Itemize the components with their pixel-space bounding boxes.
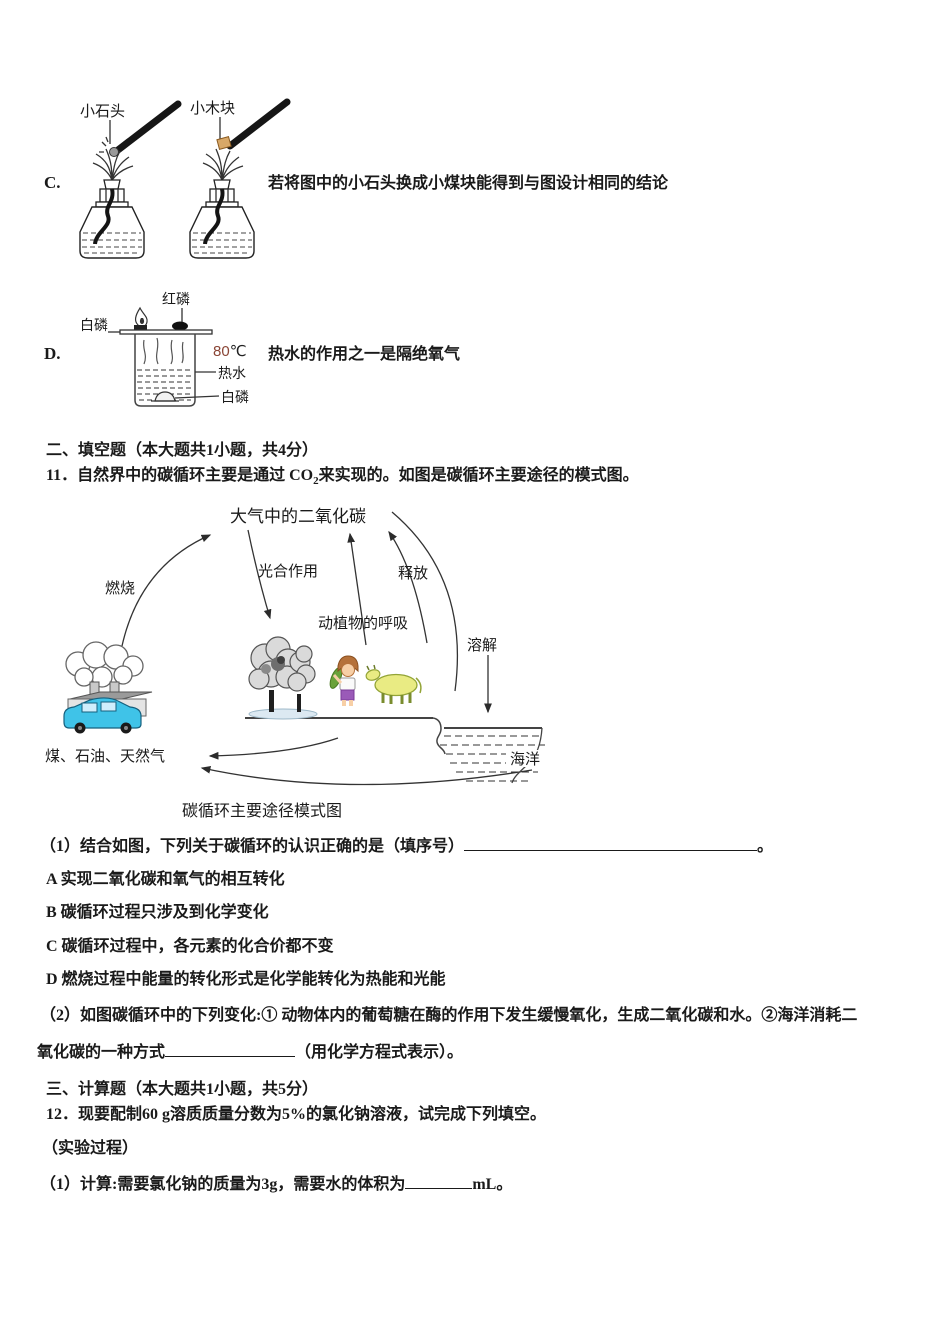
alcohol-lamp-left-icon: 小石头 bbox=[79, 100, 182, 259]
fossilization-arrow-2 bbox=[200, 765, 533, 786]
experiment-process-label: （实验过程） bbox=[42, 1140, 139, 1157]
question-11-2-line1: （2）如图碳循环中的下列变化:① 动物体内的葡萄糖在酶的作用下发生缓慢氧化，生成… bbox=[40, 1007, 858, 1024]
label-fossil-fuels: 煤、石油、天然气 bbox=[45, 748, 165, 765]
answer-blank[interactable] bbox=[464, 835, 758, 852]
choice-d: D 燃烧过程中能量的转化形式是化学能转化为热能和光能 bbox=[46, 971, 446, 988]
label-atmospheric-co2: 大气中的二氧化碳 bbox=[230, 507, 366, 526]
label-respiration: 动植物的呼吸 bbox=[318, 615, 408, 632]
person-icon bbox=[329, 655, 359, 706]
answer-blank[interactable] bbox=[165, 1041, 296, 1058]
label-photosynthesis: 光合作用 bbox=[258, 563, 318, 580]
respiration-arrow bbox=[347, 532, 367, 646]
red-phosphorus-icon bbox=[172, 321, 188, 331]
tweezers-icon bbox=[114, 100, 182, 154]
option-d-letter: D. bbox=[44, 344, 61, 363]
option-c-letter: C. bbox=[44, 173, 61, 192]
label-dissolve: 溶解 bbox=[467, 637, 497, 654]
label-small-stone: 小石头 bbox=[80, 103, 125, 120]
car-icon bbox=[63, 697, 142, 734]
diagram-caption: 碳循环主要途径模式图 bbox=[182, 802, 342, 820]
question-12: 12．现要配制60 g溶质质量分数为5%的氯化钠溶液，试完成下列填空。 bbox=[46, 1106, 547, 1123]
hot-water-icon bbox=[137, 369, 193, 401]
release-arrow bbox=[388, 530, 428, 644]
section2-heading: 二、填空题（本大题共1小题，共4分） bbox=[46, 442, 319, 459]
label-white-phosphorus-bottom: 白磷 bbox=[221, 389, 249, 405]
label-white-phosphorus-left: 白磷 bbox=[80, 317, 108, 333]
label-small-wood-block: 小木块 bbox=[190, 100, 235, 117]
fossilization-arrow-1 bbox=[208, 737, 339, 760]
cow-icon bbox=[365, 664, 422, 704]
beaker-icon bbox=[134, 334, 196, 407]
label-temperature: 80℃ bbox=[213, 343, 247, 360]
carbon-cycle-diagram: 大气中的二氧化碳 燃烧 光合作用 释放 动植物的呼吸 溶解 海洋 煤、石油、天然… bbox=[45, 507, 552, 820]
label-hot-water: 热水 bbox=[218, 365, 246, 381]
label-red-phosphorus: 红磷 bbox=[162, 291, 190, 307]
choice-b: B 碳循环过程只涉及到化学变化 bbox=[46, 904, 269, 921]
question-11-2-line2: 氧化碳的一种方式（用化学方程式表示）。 bbox=[37, 1041, 463, 1063]
photosynthesis-arrow bbox=[247, 529, 272, 620]
tree-icon bbox=[248, 636, 318, 720]
alcohol-lamps-diagram: 小石头 小木块 bbox=[79, 98, 291, 259]
to-ocean-curve bbox=[391, 511, 458, 692]
burn-arrow bbox=[121, 534, 212, 647]
answer-blank[interactable] bbox=[405, 1173, 473, 1190]
label-burn: 燃烧 bbox=[105, 579, 135, 597]
label-ocean: 海洋 bbox=[510, 751, 540, 768]
choice-a: A 实现二氧化碳和氧气的相互转化 bbox=[46, 871, 285, 888]
question-11: 11．自然界中的碳循环主要是通过 CO2来实现的。如图是碳循环主要途径的模式图。 bbox=[46, 467, 639, 488]
alcohol-lamp-right-icon: 小木块 bbox=[189, 98, 291, 259]
question-11-1: （1）结合如图，下列关于碳循环的认识正确的是（填序号）。 bbox=[40, 835, 773, 857]
flame-icon bbox=[134, 306, 148, 330]
option-c-text: 若将图中的小石头换成小煤块能得到与图设计相同的结论 bbox=[268, 175, 669, 192]
option-d-text: 热水的作用之一是隔绝氧气 bbox=[268, 346, 461, 363]
label-release: 释放 bbox=[398, 565, 428, 582]
section3-heading: 三、计算题（本大题共1小题，共5分） bbox=[46, 1081, 319, 1098]
white-phosphorus-lump-icon bbox=[154, 391, 176, 402]
phosphorus-beaker-diagram: 红磷 白磷 80℃ 热水 白磷 bbox=[80, 291, 249, 407]
choice-c: C 碳循环过程中，各元素的化合价都不变 bbox=[46, 938, 334, 955]
fumes-icon bbox=[142, 337, 184, 365]
tweezers-icon bbox=[226, 98, 291, 150]
metal-plate-icon bbox=[119, 329, 213, 335]
